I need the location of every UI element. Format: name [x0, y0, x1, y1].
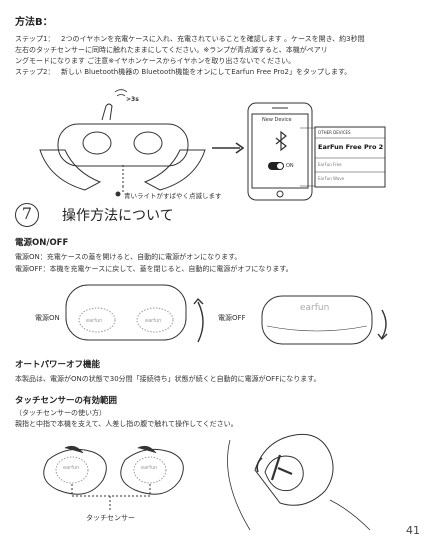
led-note: 青いライトがすばやく点滅します [124, 192, 222, 200]
touch-text: 親指と中指で本機を支えて、人差し指の腹で触れて操作してください。 [15, 420, 238, 428]
step2-line1: 新しい Bluetooth機器の Bluetooth機能をオンにしてEarfun… [61, 68, 352, 76]
device-item-earfun-free-pro-2[interactable]: EarFun Free Pro 2 [318, 143, 384, 151]
touch-finger-icon [270, 454, 293, 481]
section-number-circle [15, 203, 39, 227]
method-b-title: 方法B： [15, 17, 53, 28]
step1-line2: 左右のタッチセンサーに同時に触れたままにしてください。※ランプが青点滅すると、本… [15, 46, 328, 54]
touch-sensor-label: タッチセンサー [86, 514, 135, 522]
phone-header: New Device [262, 117, 292, 123]
step1-label: ステップ1： [15, 35, 55, 43]
touch-subheading: （タッチセンサーの使い方） [15, 409, 106, 417]
tap-arrow-icon [256, 457, 263, 473]
hand-earbud-icon [254, 433, 334, 506]
power-heading: 電源ON/OFF [15, 238, 69, 248]
step1-line3: ングモードになります ご注意※イヤホンケースからイヤホンを取り出さないでください… [15, 57, 296, 65]
step2-label: ステップ2： [15, 68, 55, 76]
brand-right-bud: earfun [145, 318, 162, 324]
bluetooth-icon [275, 130, 287, 152]
label-power-on: 電源ON [35, 314, 60, 322]
left-earbud-icon [43, 448, 107, 495]
toggle-switch [268, 162, 284, 170]
finger-icon [101, 103, 113, 121]
brand-left-bud: earfun [86, 318, 103, 324]
auto-off-text: 本製品は、電源がONの状態で30分間「接続待ち」状態が続くと自動的に電源がOFF… [15, 375, 321, 383]
right-hand-icon [143, 149, 206, 191]
open-case-icon [57, 123, 189, 167]
brand-touch-left: earfun [63, 465, 80, 471]
page-number: 41 [406, 524, 420, 537]
open-case-power-icon [65, 284, 187, 341]
touch-heading: タッチセンサーの有効範囲 [15, 396, 118, 406]
brand-touch-right: earfun [141, 465, 158, 471]
section-number: 7 [21, 204, 33, 223]
open-arrow-icon [197, 301, 204, 343]
step2: ステップ2： 新しい Bluetooth機器の Bluetooth機能をオンにして… [15, 67, 351, 78]
brand-case: earfun [300, 303, 330, 313]
left-hand-icon [39, 149, 102, 191]
device-item-earfun-free[interactable]: EarFun Free [318, 162, 342, 167]
label-power-off: 電源OFF [218, 314, 246, 322]
step1-line1: 2つのイヤホンを充電ケースに入れ、充電されていることを確認します 。ケースを開き… [61, 35, 365, 43]
hold-time-label: >3s [126, 96, 139, 103]
right-earbud-icon [120, 448, 184, 495]
power-off-text: 電源OFF：本機を充電ケースに戻して、蓋を閉じると、自動的に電源がオフになります… [15, 265, 293, 273]
close-arrow-icon [381, 309, 387, 339]
device-item-earfun-wave[interactable]: EarFun Wave [318, 176, 345, 181]
list-header: OTHER DEVICES [318, 130, 351, 135]
power-on-text: 電源ON：充電ケースの蓋を開けると、自動的に電源がオンになります。 [15, 253, 242, 261]
auto-off-heading: オートパワーオフ機能 [15, 360, 101, 370]
toggle-label: ON [286, 163, 294, 169]
section-title: 操作方法について [62, 208, 174, 224]
led-dot-icon [115, 191, 121, 197]
step1: ステップ1： 2つのイヤホンを充電ケースに入れ、充電されていることを確認します 。… [15, 34, 365, 45]
